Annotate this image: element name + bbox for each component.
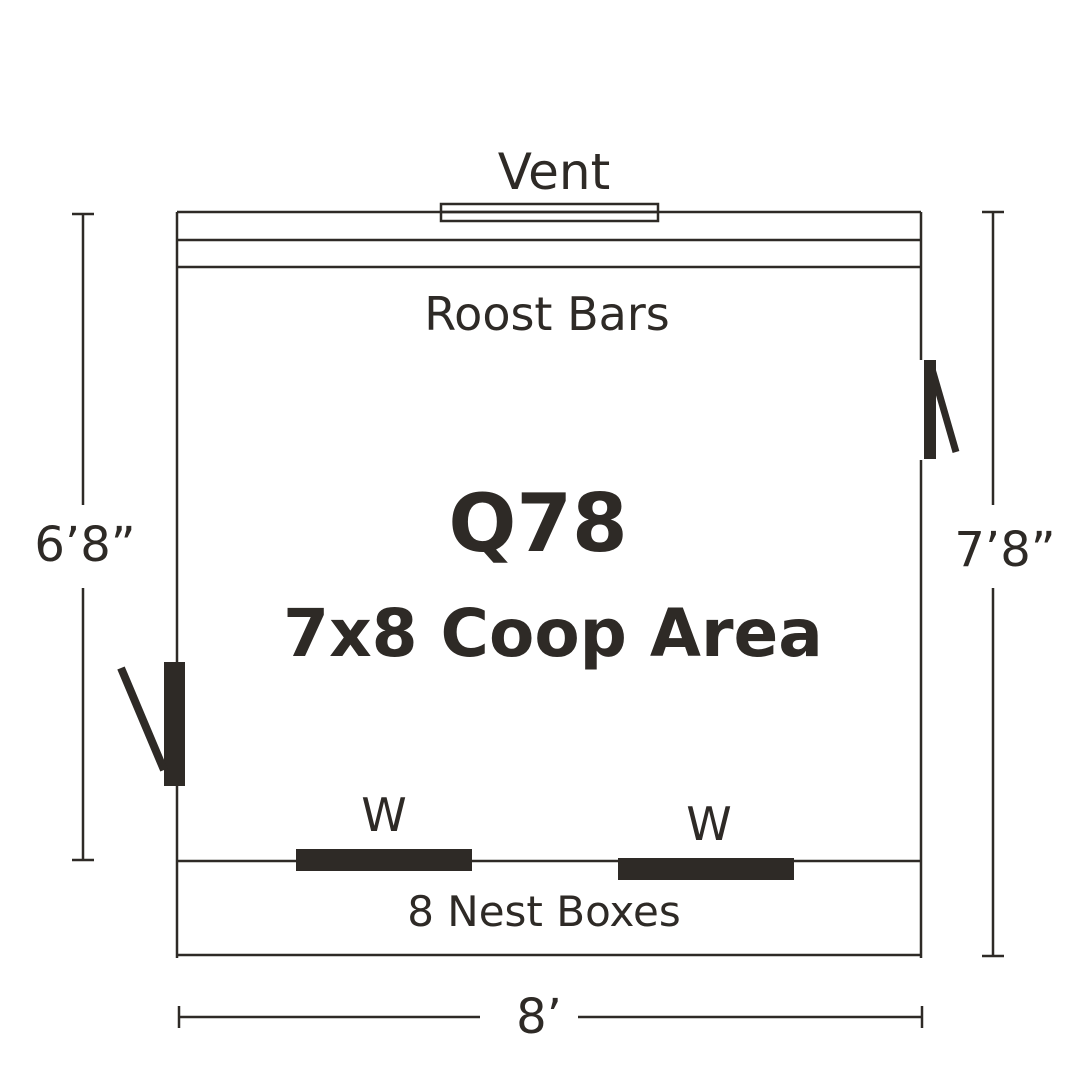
model-name: 7x8 Coop Area xyxy=(283,595,823,672)
left-door-jamb xyxy=(164,662,185,786)
right-dimension-label: 7’8” xyxy=(954,522,1055,578)
left-door-swing xyxy=(117,666,168,772)
vent-label: Vent xyxy=(498,143,610,201)
bottom-dimension-line xyxy=(177,1006,924,1028)
model-code: Q78 xyxy=(448,477,627,570)
window-right-label: W xyxy=(686,797,731,851)
left-door xyxy=(117,662,185,786)
roost-bars-label: Roost Bars xyxy=(424,287,669,341)
window-left xyxy=(296,849,472,871)
right-door-swing xyxy=(926,361,960,453)
right-dimension-line xyxy=(982,210,1004,958)
left-dimension-line xyxy=(72,212,94,862)
window-right xyxy=(618,858,794,880)
nest-boxes-label: 8 Nest Boxes xyxy=(407,887,681,936)
window-left-label: W xyxy=(361,788,406,842)
bottom-dimension-label: 8’ xyxy=(516,989,562,1045)
left-dimension-label: 6’8” xyxy=(34,517,135,573)
right-door xyxy=(924,360,960,459)
